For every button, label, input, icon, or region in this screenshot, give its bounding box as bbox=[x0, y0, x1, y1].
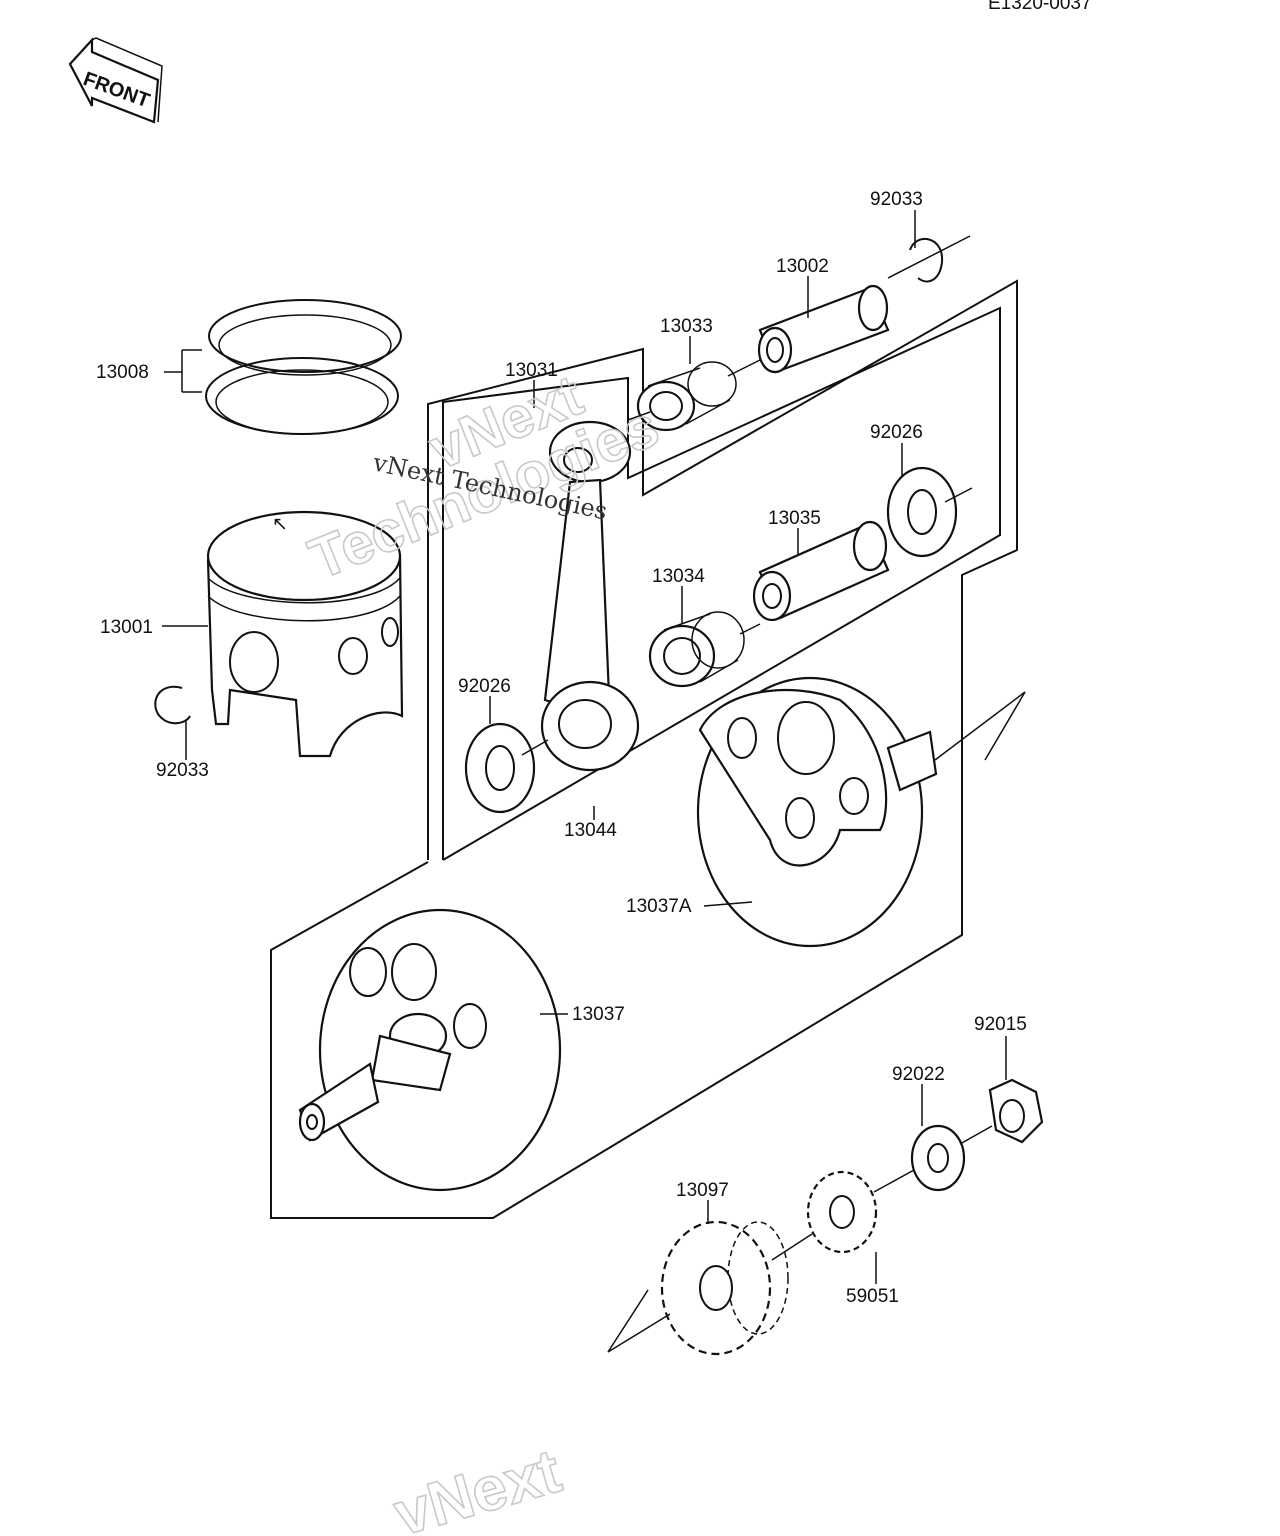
callout-13097: 13097 bbox=[676, 1180, 729, 1201]
callout-92033-left: 92033 bbox=[156, 760, 209, 781]
crank-pin bbox=[752, 520, 890, 622]
needle-bearing-big-end bbox=[648, 611, 745, 688]
drive-gear-small bbox=[806, 1170, 878, 1254]
callout-13033: 13033 bbox=[660, 316, 713, 337]
piston-pin bbox=[757, 284, 890, 374]
callout-13044: 13044 bbox=[564, 820, 617, 841]
circlip-top bbox=[909, 238, 944, 283]
front-arrow-icon: FRONT bbox=[68, 37, 163, 124]
callout-13001: 13001 bbox=[100, 617, 153, 638]
needle-bearing-small-end bbox=[636, 361, 737, 432]
callout-13031: 13031 bbox=[505, 360, 558, 381]
callout-13034: 13034 bbox=[652, 566, 705, 587]
flywheel-left bbox=[298, 908, 562, 1192]
svg-text:↖: ↖ bbox=[272, 514, 288, 535]
callout-13035: 13035 bbox=[768, 508, 821, 529]
axis-lines bbox=[521, 235, 1026, 1353]
callout-92026-left: 92026 bbox=[458, 676, 511, 697]
callout-labels: 92033 13002 13033 13031 13008 92026 1303… bbox=[96, 189, 1027, 1307]
thrust-washer-right bbox=[886, 466, 958, 558]
callout-13037: 13037 bbox=[572, 1004, 625, 1025]
callout-13008: 13008 bbox=[96, 362, 149, 383]
group-boundary bbox=[270, 279, 1018, 1219]
callout-92033-top: 92033 bbox=[870, 189, 923, 210]
flywheel-right bbox=[696, 676, 938, 948]
piston-rings bbox=[205, 299, 402, 435]
callout-59051: 59051 bbox=[846, 1286, 899, 1307]
callout-92015: 92015 bbox=[974, 1014, 1027, 1035]
leader-lines bbox=[162, 210, 1007, 1284]
thrust-washer-left bbox=[464, 722, 536, 814]
callout-13002: 13002 bbox=[776, 256, 829, 277]
callout-92026-right: 92026 bbox=[870, 422, 923, 443]
connecting-rod bbox=[540, 420, 640, 772]
callout-13037A: 13037A bbox=[626, 896, 692, 917]
drive-gear-large bbox=[660, 1220, 789, 1356]
watermark-bottom: vNext bbox=[387, 1437, 568, 1536]
callout-92022: 92022 bbox=[892, 1064, 945, 1085]
doc-code: E1320-0037 bbox=[988, 0, 1092, 14]
washer bbox=[910, 1124, 966, 1192]
nut bbox=[988, 1078, 1044, 1144]
piston: ↖ bbox=[154, 510, 404, 758]
